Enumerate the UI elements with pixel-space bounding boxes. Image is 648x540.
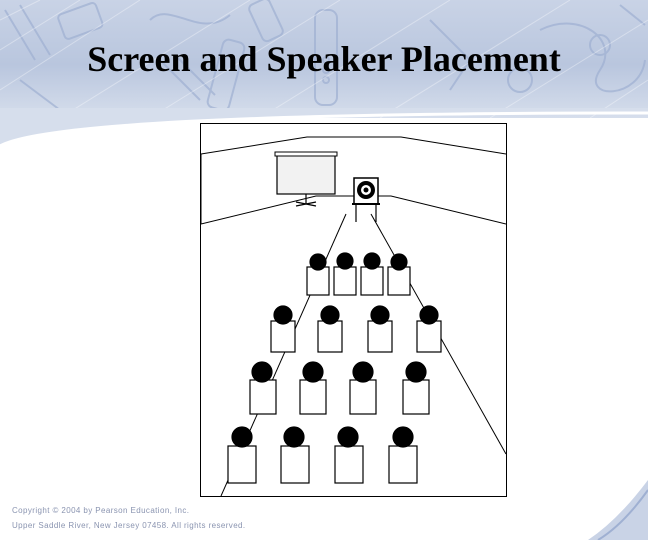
chair-icon bbox=[349, 379, 377, 415]
audience-head-icon bbox=[392, 426, 414, 448]
chair-icon bbox=[388, 445, 418, 484]
chair-icon bbox=[270, 320, 296, 353]
chair-icon bbox=[367, 320, 393, 353]
speaker-icon bbox=[352, 177, 380, 222]
chair-icon bbox=[402, 379, 430, 415]
copyright-line-2: Upper Saddle River, New Jersey 07458. Al… bbox=[12, 521, 246, 530]
copyright-line-1: Copyright © 2004 by Pearson Education, I… bbox=[12, 506, 190, 515]
audience-head-icon bbox=[405, 361, 427, 383]
corner-decoration bbox=[588, 480, 648, 540]
banner-swoosh bbox=[0, 108, 648, 148]
chair-icon bbox=[333, 266, 357, 296]
audience-head-icon bbox=[390, 253, 408, 271]
chair-icon bbox=[387, 266, 411, 296]
audience-head-icon bbox=[337, 426, 359, 448]
decorative-background-icons bbox=[0, 0, 648, 118]
audience-head-icon bbox=[231, 426, 253, 448]
audience-head-icon bbox=[309, 253, 327, 271]
floor-back-edge bbox=[200, 195, 507, 225]
audience-head-icon bbox=[363, 252, 381, 270]
audience-head-icon bbox=[419, 305, 439, 325]
audience-head-icon bbox=[273, 305, 293, 325]
room-diagram-drawing bbox=[200, 136, 507, 497]
audience-head-icon bbox=[320, 305, 340, 325]
audience-head-icon bbox=[251, 361, 273, 383]
chair-icon bbox=[360, 266, 384, 296]
chair-icon bbox=[249, 379, 277, 415]
chair-icon bbox=[334, 445, 364, 484]
audience-head-icon bbox=[370, 305, 390, 325]
header-banner bbox=[0, 0, 648, 118]
audience-head-icon bbox=[336, 252, 354, 270]
audience-head-icon bbox=[283, 426, 305, 448]
chair-icon bbox=[299, 379, 327, 415]
room-diagram bbox=[200, 123, 507, 497]
audience-row-3 bbox=[249, 361, 430, 415]
audience-row-1 bbox=[306, 252, 411, 296]
chair-icon bbox=[416, 320, 442, 353]
chair-icon bbox=[227, 445, 257, 484]
audience-head-icon bbox=[352, 361, 374, 383]
back-wall-line bbox=[200, 136, 507, 155]
audience-row-2 bbox=[270, 305, 442, 353]
audience-row-4 bbox=[227, 426, 418, 484]
chair-icon bbox=[280, 445, 310, 484]
slide-title: Screen and Speaker Placement bbox=[87, 39, 561, 79]
chair-icon bbox=[306, 266, 330, 296]
audience-head-icon bbox=[302, 361, 324, 383]
projector-screen-icon bbox=[274, 151, 338, 207]
chair-icon bbox=[317, 320, 343, 353]
